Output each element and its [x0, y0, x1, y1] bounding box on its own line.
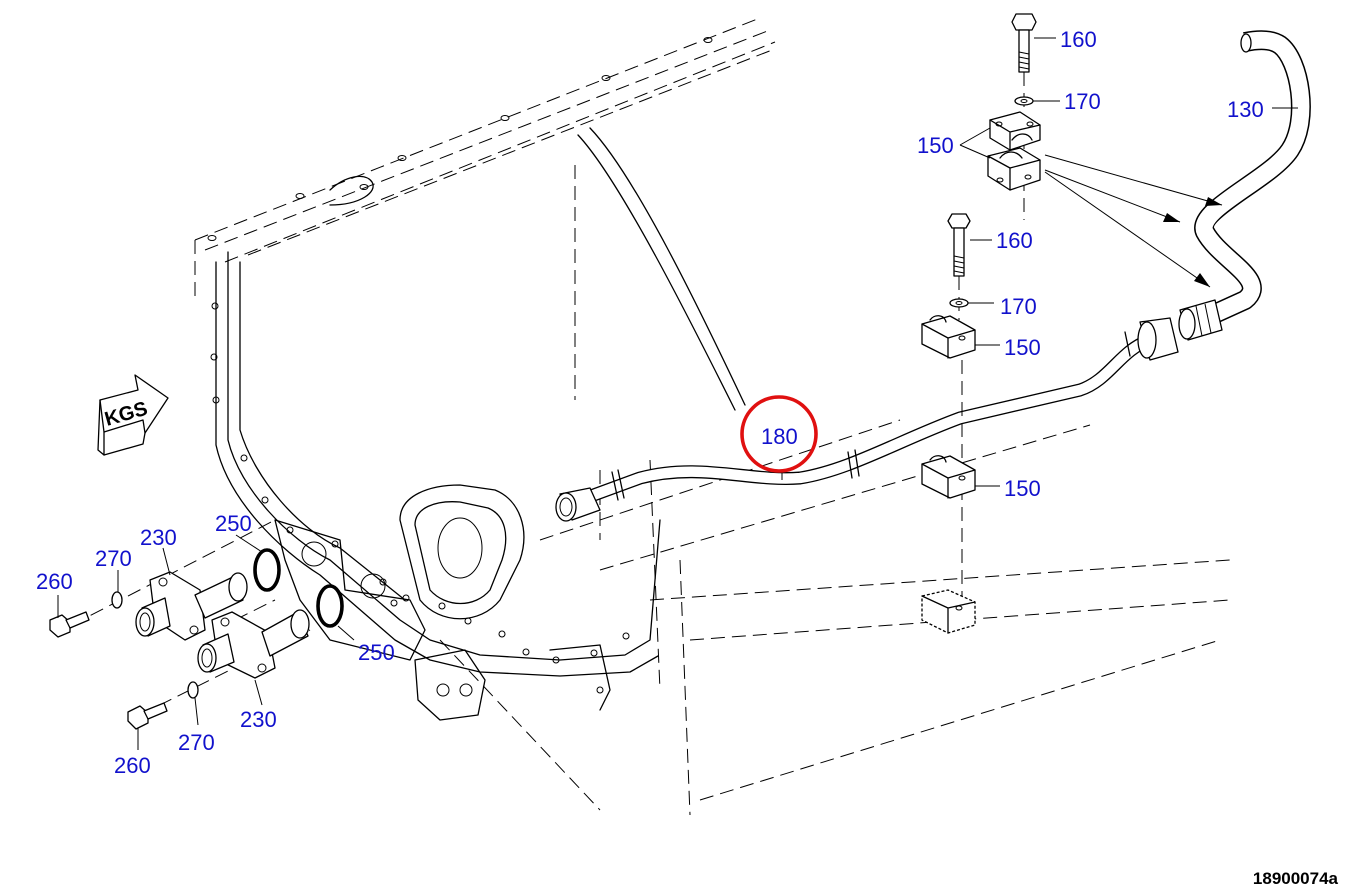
label-180: 180 [761, 424, 798, 449]
clamp-assembly-upper [987, 13, 1223, 288]
label-260-upper: 260 [36, 569, 73, 594]
label-150-middle: 150 [1004, 335, 1041, 360]
kgs-direction-arrow: KGS [97, 374, 169, 456]
label-230-upper: 230 [140, 525, 177, 550]
bolt-160-upper [1011, 13, 1037, 73]
clamp-pointer-arrows [1044, 154, 1223, 288]
label-160-upper: 160 [1060, 27, 1097, 52]
pipe-nut-right [1137, 317, 1179, 361]
leader-lines [57, 37, 1298, 750]
label-270-upper: 270 [95, 546, 132, 571]
hose-130 [1178, 30, 1311, 341]
washer-270-upper [111, 591, 123, 609]
label-250-lower: 250 [358, 640, 395, 665]
mounting-bracket [921, 589, 976, 634]
label-150-upper: 150 [917, 133, 954, 158]
label-160-middle: 160 [996, 228, 1033, 253]
clamp-150-lower-half [987, 147, 1041, 191]
bolt-160-middle [947, 213, 971, 277]
flange-assembly [49, 519, 344, 730]
label-170-middle: 170 [1000, 294, 1037, 319]
oring-250-upper [253, 548, 281, 592]
washer-170-middle [949, 298, 969, 308]
washer-270-lower [187, 681, 199, 699]
drawing-number: 18900074a [1253, 869, 1339, 888]
flange-230-lower [197, 609, 310, 679]
screw-260-upper [49, 611, 90, 638]
clamp-150-middle [921, 315, 976, 359]
clamp-assembly-middle [921, 213, 976, 634]
label-230-lower: 230 [240, 707, 277, 732]
label-270-lower: 270 [178, 730, 215, 755]
highlight-circle-180 [740, 395, 818, 473]
clamp-150-lower [921, 455, 976, 499]
flange-230-upper [135, 571, 248, 641]
clamp-150-upper-half [989, 111, 1041, 151]
label-130: 130 [1227, 97, 1264, 122]
label-170-upper: 170 [1064, 89, 1101, 114]
washer-170-upper [1014, 96, 1034, 106]
callout-labels: 160 170 150 130 160 170 150 150 180 230 … [36, 27, 1264, 778]
label-150-lower: 150 [1004, 476, 1041, 501]
label-250-upper: 250 [215, 511, 252, 536]
pipe-180 [555, 317, 1179, 522]
oring-250-lower [316, 584, 344, 628]
engine-housing [194, 17, 1231, 816]
screw-260-lower [127, 702, 168, 730]
label-260-lower: 260 [114, 753, 151, 778]
hose-fitting [1178, 299, 1223, 341]
pipe-nut-left [555, 487, 601, 522]
